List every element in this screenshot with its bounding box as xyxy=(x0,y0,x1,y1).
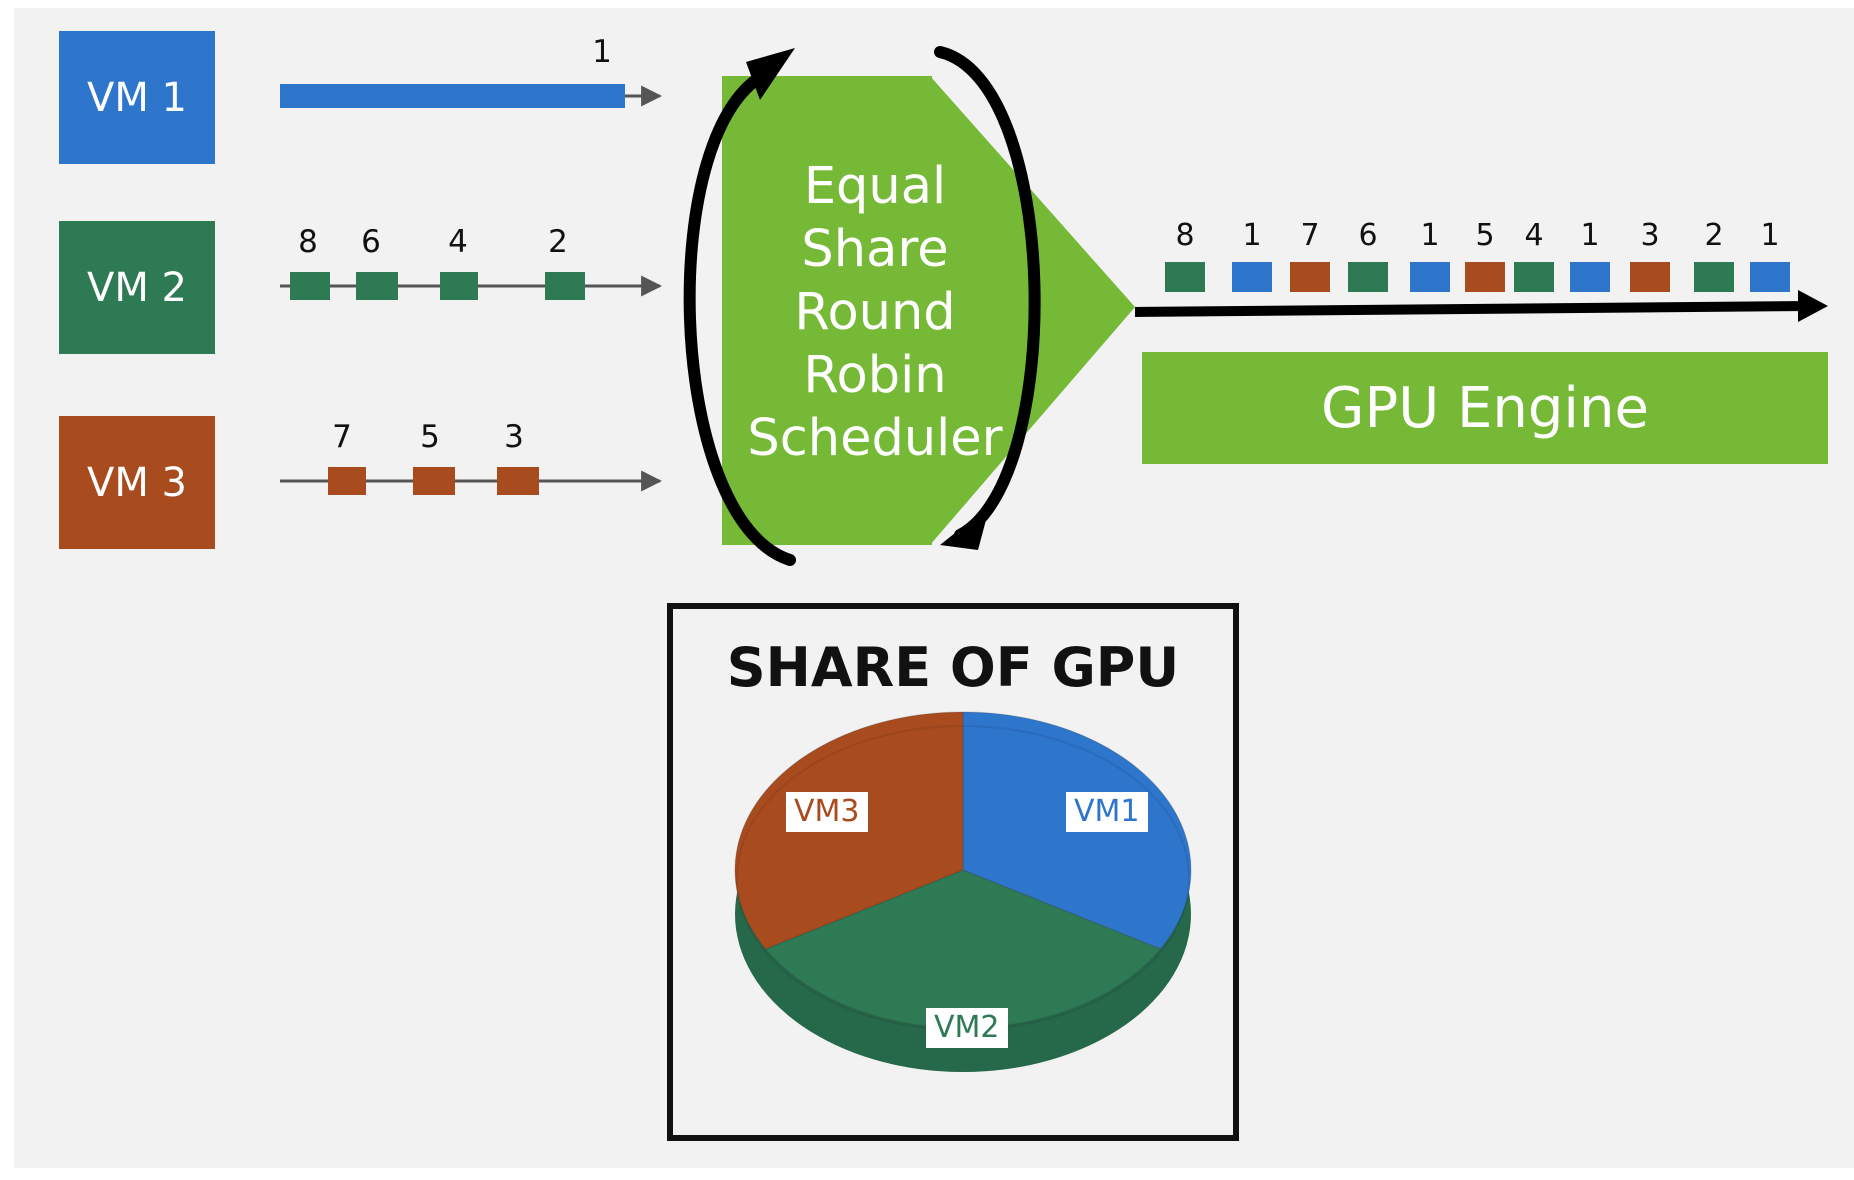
queued-job-block xyxy=(1348,262,1388,292)
cycle-arrow-left-head xyxy=(746,48,795,100)
job-number: 2 xyxy=(548,224,568,260)
vm3-box: VM 3 xyxy=(59,416,215,549)
queued-job-number: 6 xyxy=(1358,218,1377,253)
engine-timeline xyxy=(1134,301,1811,317)
queued-job-block xyxy=(1514,262,1554,292)
job-number: 6 xyxy=(361,224,381,260)
job-block xyxy=(290,272,330,300)
gpu-engine-output xyxy=(1134,290,1828,464)
queued-job-block xyxy=(1410,262,1450,292)
job-number: 3 xyxy=(504,419,524,455)
gpu-engine-bar xyxy=(1142,352,1828,464)
scheduler-line: Round xyxy=(794,283,956,342)
vm3-label: VM 3 xyxy=(86,459,188,506)
share-chart-title: SHARE OF GPU xyxy=(726,636,1180,699)
queued-job-number: 7 xyxy=(1300,218,1319,253)
queued-job-block xyxy=(1232,262,1272,292)
job-number: 4 xyxy=(448,224,468,260)
pie-label-vm3: VM3 xyxy=(786,792,868,832)
cycle-arrow-right-head xyxy=(940,505,990,550)
queued-job-block xyxy=(1290,262,1330,292)
queued-job-number: 1 xyxy=(1760,218,1779,253)
cycle-arrow-right xyxy=(934,46,1041,541)
job-block xyxy=(497,467,539,495)
queued-job-number: 4 xyxy=(1524,218,1543,253)
queued-job-number: 1 xyxy=(1420,218,1439,253)
pie-label-vm1: VM1 xyxy=(1066,792,1148,832)
queued-job-block xyxy=(1165,262,1205,292)
scheduler-shape xyxy=(722,76,932,545)
queued-job-block xyxy=(1570,262,1610,292)
queued-job-block xyxy=(1630,262,1670,292)
job-block xyxy=(413,467,455,495)
job-block xyxy=(440,272,478,300)
cycle-arrow-left xyxy=(683,66,796,566)
queued-job-number: 5 xyxy=(1475,218,1494,253)
queued-job-block xyxy=(1694,262,1734,292)
scheduler xyxy=(683,46,1135,566)
share-box-frame xyxy=(667,603,1239,1141)
queued-job-number: 8 xyxy=(1175,218,1194,253)
job-block xyxy=(328,467,366,495)
job-number: 8 xyxy=(298,224,318,260)
engine-timeline-arrowhead xyxy=(1798,290,1828,322)
scheduler-line: Scheduler xyxy=(747,409,1003,468)
job-block xyxy=(280,84,625,108)
vm-timelines: 1 8 6 4 2 7 5 3 xyxy=(280,34,663,495)
scheduler-line: Robin xyxy=(803,346,947,405)
vm2-label: VM 2 xyxy=(86,264,188,311)
vm1-box: VM 1 xyxy=(59,31,215,164)
vm1-label: VM 1 xyxy=(86,74,188,121)
queued-job-block xyxy=(1750,262,1790,292)
queued-job-number: 1 xyxy=(1580,218,1599,253)
pie-label-vm2: VM2 xyxy=(926,1008,1008,1048)
scheduler-line: Equal xyxy=(803,157,947,216)
queued-job-number: 3 xyxy=(1640,218,1659,253)
job-number: 1 xyxy=(592,34,612,70)
queued-job-block xyxy=(1465,262,1505,292)
vm2-box: VM 2 xyxy=(59,221,215,354)
scheduler-line: Share xyxy=(801,220,949,279)
gpu-engine-label: GPU Engine xyxy=(1321,375,1649,441)
job-number: 7 xyxy=(332,419,352,455)
job-block xyxy=(545,272,585,300)
job-block xyxy=(356,272,398,300)
job-number: 5 xyxy=(420,419,440,455)
scheduler-label: Equal Share Round Robin Scheduler xyxy=(740,155,1010,470)
queued-job-number: 1 xyxy=(1242,218,1261,253)
queued-job-number: 2 xyxy=(1704,218,1723,253)
